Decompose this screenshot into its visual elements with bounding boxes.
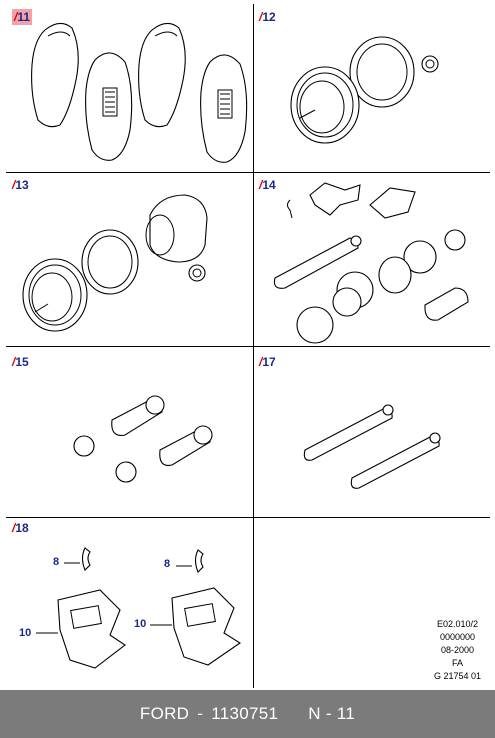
panel-code-18[interactable]: /18: [12, 521, 29, 535]
guide-pins-illustration: [303, 404, 441, 489]
footer-separator: -: [197, 704, 204, 723]
bushing-kit-illustration: [73, 395, 213, 483]
clip-bracket-kit-illustration: [36, 547, 242, 669]
meta-line-3: 08-2000: [440, 645, 474, 655]
divider-h3: [6, 517, 490, 518]
meta-line-2: 0000000: [439, 632, 475, 642]
meta-line-1: E02.010/2: [436, 619, 478, 629]
parts-illustration: [22, 22, 469, 669]
seal-kit-illustration: [290, 36, 439, 144]
panel-code-17[interactable]: /17: [259, 355, 276, 369]
footer-brand: FORD: [139, 704, 190, 723]
piston-kit-illustration: [22, 194, 208, 332]
panel-code-15[interactable]: /15: [12, 355, 29, 369]
panel-code-12[interactable]: /12: [259, 10, 276, 24]
callout-8-left: 8: [53, 556, 60, 568]
footer-part-number: 1130751: [211, 704, 279, 723]
meta-line-5: G 21754 01: [433, 671, 481, 681]
panel-code-14[interactable]: /14: [259, 178, 276, 192]
panel-code-11[interactable]: /11: [12, 9, 33, 25]
divider-h1: [6, 172, 490, 173]
footer-suffix: N - 11: [308, 704, 356, 723]
callout-10-left: 10: [19, 627, 32, 639]
callout-10-right: 10: [134, 618, 147, 630]
panel-code-13[interactable]: /13: [12, 178, 29, 192]
guide-pin-kit-illustration: [273, 182, 469, 344]
divider-h2: [6, 346, 490, 347]
parts-diagram-sheet: /11 /12 /13 /14 /15 /17 /18 8 8 10 10: [6, 4, 490, 688]
brake-pad-set-illustration: [31, 22, 248, 163]
drawing-metadata: E02.010/2 0000000 08-2000 FA G 21754 01: [434, 618, 481, 683]
footer-bar: FORD - 1130751 N - 11: [0, 690, 495, 738]
meta-line-4: FA: [451, 658, 463, 668]
callout-8-right: 8: [164, 558, 171, 570]
